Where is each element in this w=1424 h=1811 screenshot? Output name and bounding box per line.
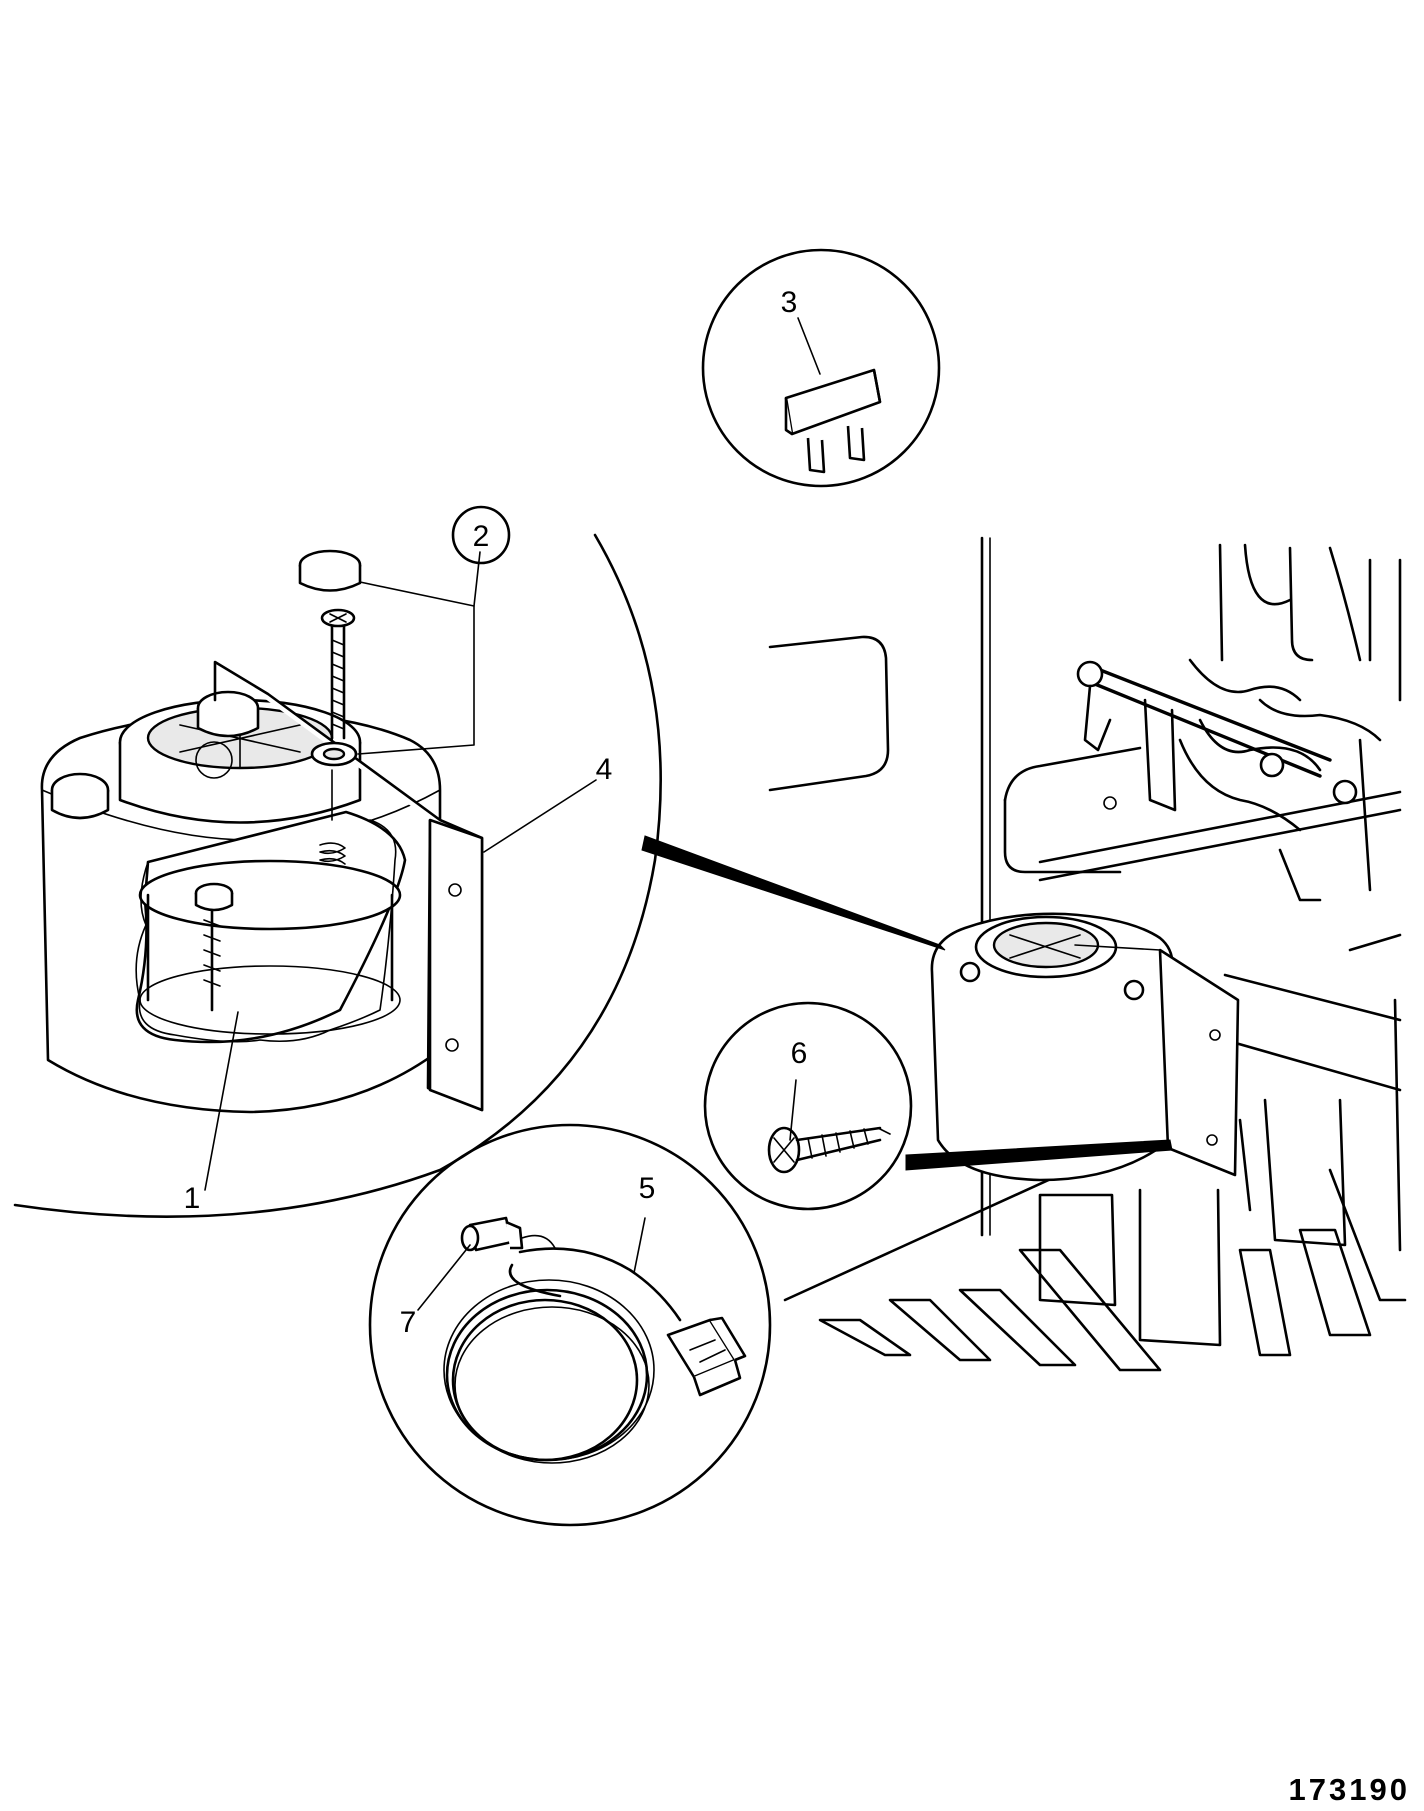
callout-label-5: 5: [639, 1172, 656, 1205]
magnified-view-blower-assembly: [13, 533, 946, 1218]
leader-line-1: [204, 1011, 239, 1191]
callout-label-6: 6: [791, 1037, 808, 1070]
callout-label-2: 2: [473, 520, 490, 553]
screw-detail-circle: [703, 1001, 1173, 1211]
callout-label-7: 7: [400, 1306, 417, 1339]
leader-line-4: [483, 779, 597, 853]
installed-blower-unit: [930, 912, 1240, 1182]
fuse-detail-circle: [701, 248, 941, 488]
callout-label-4: 4: [596, 753, 613, 786]
cab-interior-context: [768, 536, 1407, 1372]
harness-detail-circle: [368, 1123, 772, 1527]
callout-label-1: 1: [184, 1182, 201, 1215]
callout-2-circle: [451, 505, 511, 565]
figure-number: 173190: [1289, 1772, 1410, 1807]
callout-label-3: 3: [781, 286, 798, 319]
